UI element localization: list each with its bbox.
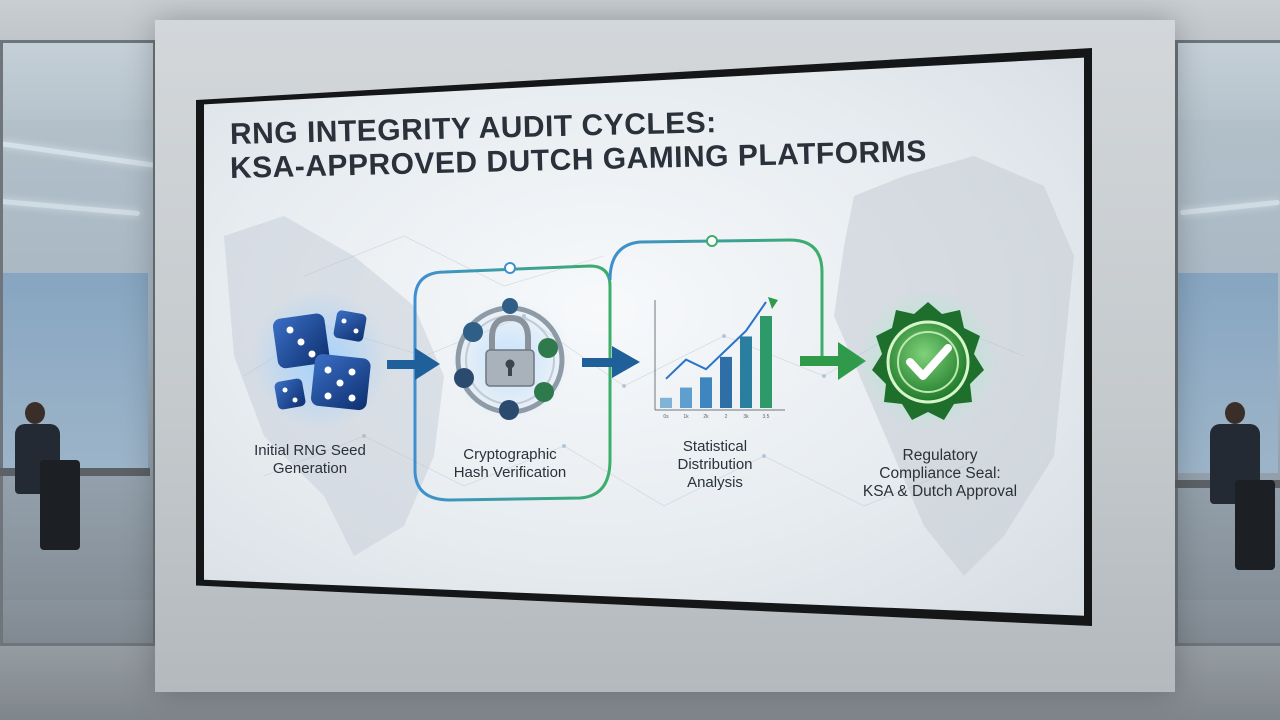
loop-node [706,235,718,247]
mini-chart-bar [760,316,772,408]
step-4-label: Regulatory Compliance Seal: KSA & Dutch … [840,447,1040,501]
step-4-line-3: KSA & Dutch Approval [862,483,1018,500]
step-3-label: Statistical Distribution Analysis [650,438,780,492]
step-3-line-2: Distribution [677,456,753,473]
step-4-line-2: Compliance Seal: [879,465,1001,482]
mini-chart-tick-label: 2k [703,414,709,420]
step-1-line-2: Generation [272,460,348,477]
mini-chart-trend-line [665,301,767,380]
step-1-line-1: Initial RNG Seed [254,442,366,459]
flow-loop [413,238,824,502]
bar-chart-icon: 0s 1k 2k 2 3k 3.5 [654,297,785,420]
step-2-label: Cryptographic Hash Verification [440,446,580,482]
step-3-line-3: Analysis [687,474,743,491]
arrow-1 [387,348,440,380]
mini-chart-bar [740,336,752,408]
mini-chart-bar [680,387,692,408]
mini-chart-tick-label: 1k [683,414,689,420]
step-4-line-1: Regulatory [902,447,978,464]
mini-chart-tick-label: 2 [725,414,728,420]
step-1-label: Initial RNG Seed Generation [250,442,370,478]
loop-node [504,262,516,274]
mini-chart-tick-label: 3.5 [763,414,770,420]
arrow-2 [582,346,640,378]
mini-chart-bar [660,397,672,408]
step-2-line-2: Hash Verification [453,464,567,481]
check-seal-icon [858,290,998,430]
mini-chart-bar [720,356,732,408]
mini-chart-tick-label: 3k [743,414,749,420]
step-2-line-1: Cryptographic [463,446,557,463]
arrow-3 [800,342,866,380]
padlock-icon [448,298,572,422]
mini-chart-bar [700,377,712,408]
mini-chart-tick-label: 0s [663,414,669,420]
step-3-line-1: Statistical [682,438,748,455]
dice-icon [250,290,390,430]
